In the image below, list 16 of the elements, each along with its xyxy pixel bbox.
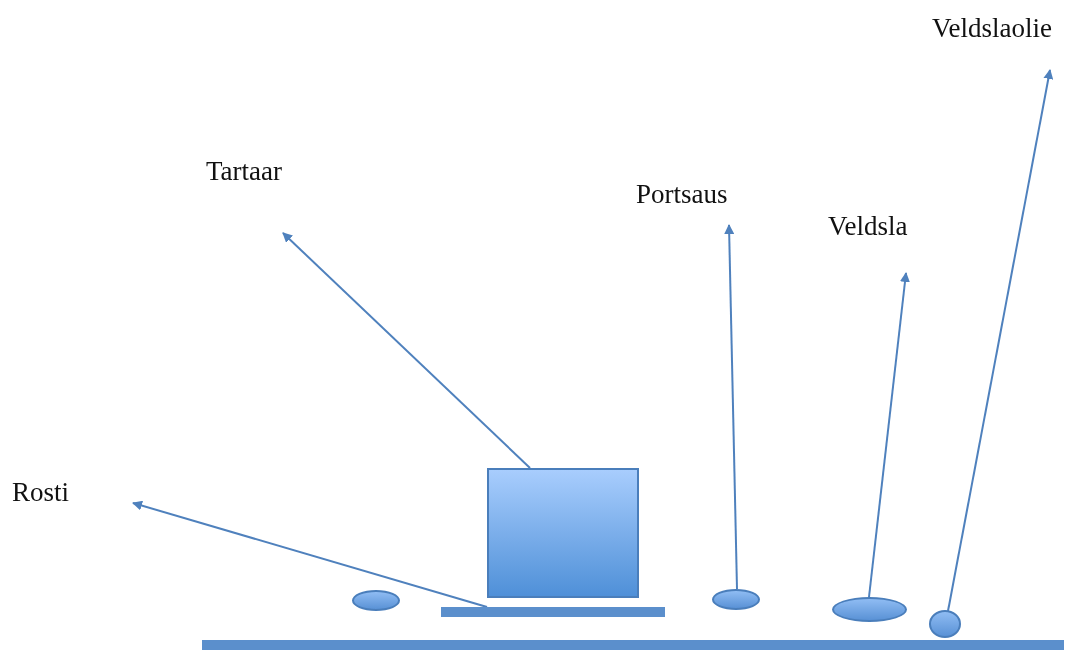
square-block <box>487 468 639 598</box>
thin-bar <box>441 607 665 617</box>
callout-label: Veldsla <box>828 210 908 242</box>
plate-bar <box>202 640 1064 650</box>
oval-shape <box>352 590 400 611</box>
small-circle <box>929 610 961 638</box>
callout-label: Veldslaolie <box>932 12 1052 44</box>
leader-arrow <box>947 69 1054 612</box>
oval-shape <box>712 589 760 610</box>
leader-arrow <box>724 224 738 590</box>
leader-arrow <box>132 500 488 608</box>
callout-label: Tartaar <box>206 155 283 187</box>
leader-arrow <box>868 272 910 598</box>
callout-label: Portsaus <box>636 178 728 210</box>
leader-arrow <box>282 232 531 469</box>
callout-label: Rosti <box>12 476 70 508</box>
